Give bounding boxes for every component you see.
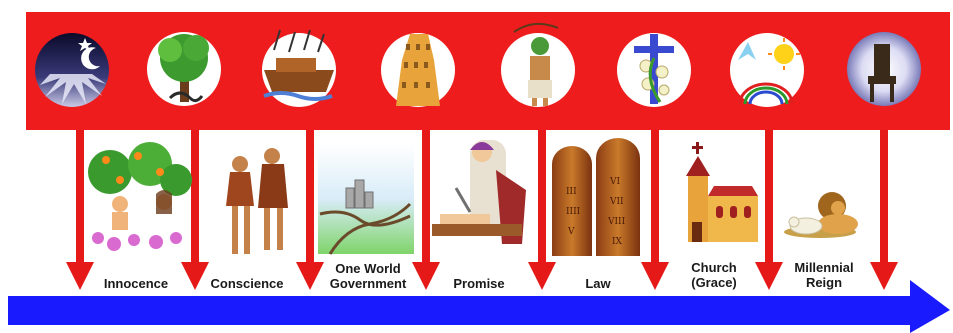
down-arrow (870, 130, 898, 290)
tower-of-babel-icon (381, 33, 455, 107)
down-arrow (528, 130, 556, 290)
down-arrow (296, 130, 324, 290)
down-arrow (412, 130, 440, 290)
svg-text:IIII: IIII (566, 207, 581, 217)
svg-text:IX: IX (612, 237, 623, 247)
tree-with-serpent-icon (147, 32, 221, 106)
svg-text:VIII: VIII (607, 217, 626, 227)
down-arrow (755, 130, 783, 290)
night-sky-moon-icon (35, 33, 109, 107)
label-innocence: Innocence (103, 276, 169, 291)
ark-in-rain-icon (262, 29, 336, 107)
label-promise: Promise (453, 276, 505, 291)
landscape-with-city-icon (318, 144, 414, 255)
adam-eve-garden-icon (88, 142, 192, 251)
abraham-isaac-icon (432, 140, 526, 244)
down-arrow (181, 130, 209, 290)
label-church-grace: Church (Grace) (691, 260, 737, 290)
church-building-icon (686, 142, 758, 242)
label-law: Law (585, 276, 611, 291)
lion-and-lamb-icon (784, 192, 858, 238)
throne-in-light-icon (847, 32, 921, 106)
rainbow-sun-icon (730, 33, 804, 107)
label-millennial-reign: Millennial Reign (794, 260, 854, 290)
svg-text:V: V (567, 227, 575, 237)
svg-text:III: III (566, 187, 577, 197)
label-one-world-government: One World Government (329, 261, 407, 291)
adam-eve-expelled-icon (226, 148, 288, 254)
svg-text:VI: VI (609, 177, 620, 187)
cross-with-flowers-icon (617, 33, 691, 107)
down-arrow (66, 130, 94, 290)
label-conscience: Conscience (210, 276, 284, 291)
pharaoh-with-whip-icon (501, 22, 575, 107)
svg-text:VII: VII (609, 197, 624, 207)
down-arrow (641, 130, 669, 290)
timeline-arrow (8, 280, 950, 333)
down-arrows (66, 130, 898, 290)
